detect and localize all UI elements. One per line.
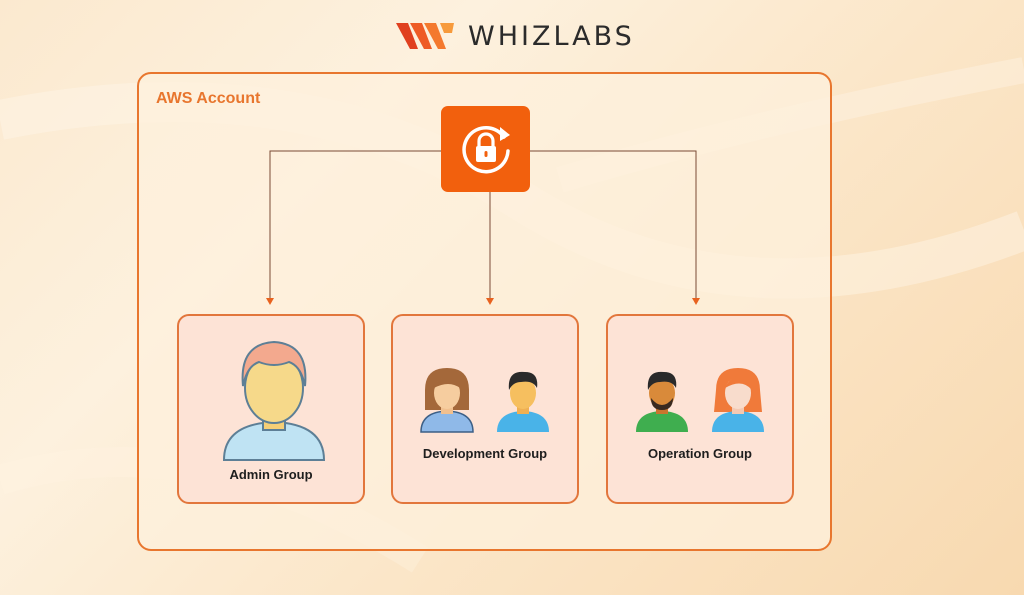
admin-group-label: Admin Group [179,467,363,482]
arrowhead-development [486,298,494,305]
female-operator-avatar-icon [708,366,768,434]
iam-lock-refresh-icon [456,119,516,179]
operation-group-label: Operation Group [608,446,792,461]
development-group-label: Development Group [393,446,577,461]
operation-group-card: Operation Group [606,314,794,504]
connector-to-operation [530,151,696,300]
female-developer-avatar-icon [417,366,477,434]
iam-icon [441,106,530,192]
admin-group-card: Admin Group [177,314,365,504]
arrowhead-operation [692,298,700,305]
admin-user-avatar-icon [219,338,329,463]
male-operator-avatar-icon [632,366,692,434]
connector-to-admin [270,151,441,300]
male-developer-avatar-icon [493,366,553,434]
development-group-card: Development Group [391,314,579,504]
arrowhead-admin [266,298,274,305]
